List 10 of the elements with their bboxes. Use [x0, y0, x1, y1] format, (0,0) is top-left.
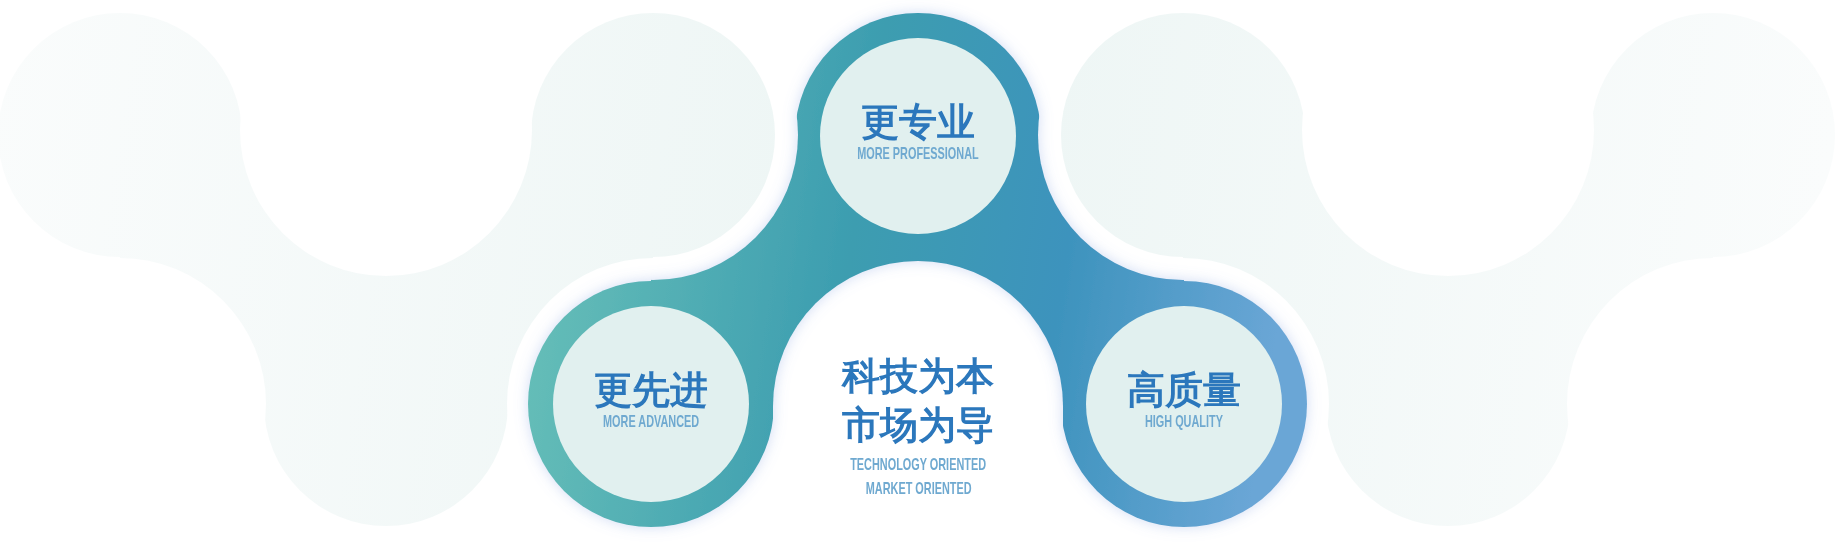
slogan-subtitle: TECHNOLOGY ORIENTED — [850, 455, 986, 475]
node-subtitle: MORE PROFESSIONAL — [857, 144, 979, 164]
node-title: 更先进 — [594, 368, 708, 412]
node-title: 高质量 — [1127, 368, 1241, 412]
node-title: 更专业 — [861, 100, 975, 144]
slogan-text: 科技为本 — [842, 354, 994, 398]
slogan-text: 市场为导 — [842, 403, 994, 447]
slogan-subtitle: MARKET ORIENTED — [865, 479, 972, 499]
node-subtitle: HIGH QUALITY — [1145, 412, 1223, 432]
node-subtitle: MORE ADVANCED — [602, 412, 700, 432]
